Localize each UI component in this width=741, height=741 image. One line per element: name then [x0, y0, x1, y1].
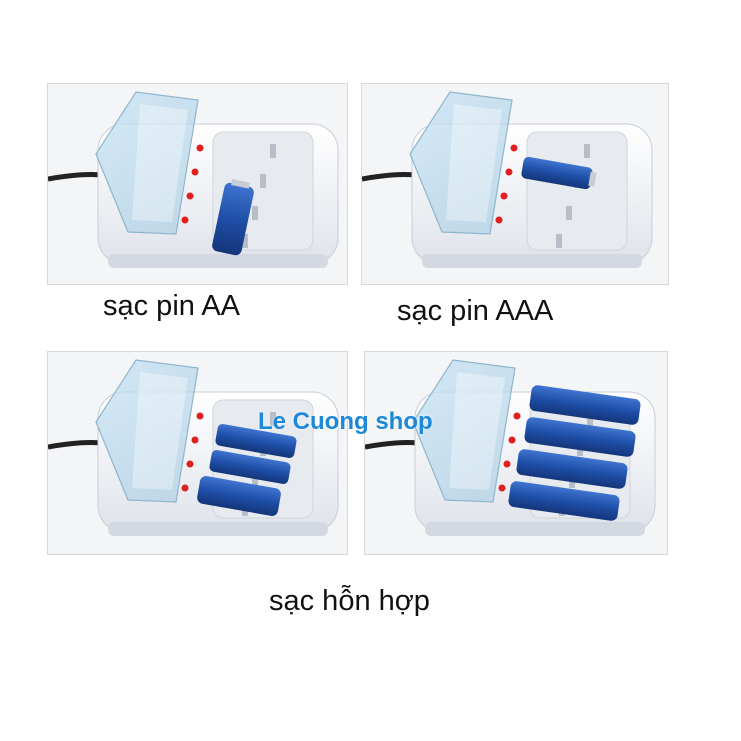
- caption-mixed: sạc hỗn hợp: [269, 585, 430, 617]
- aa-battery: [212, 178, 254, 256]
- charger-photo-full: [364, 351, 668, 555]
- charger-photo-mixed: [47, 351, 348, 555]
- caption-aa: sạc pin AA: [103, 290, 241, 322]
- charger-photo-aa: [47, 83, 348, 285]
- charger-photo-aaa: [361, 83, 669, 285]
- shop-watermark: Le Cuong shop: [258, 408, 433, 435]
- caption-aaa: sạc pin AAA: [397, 295, 554, 327]
- four-aa-batteries: [508, 385, 641, 521]
- aaa-battery: [521, 156, 597, 190]
- mixed-batteries: [197, 424, 297, 516]
